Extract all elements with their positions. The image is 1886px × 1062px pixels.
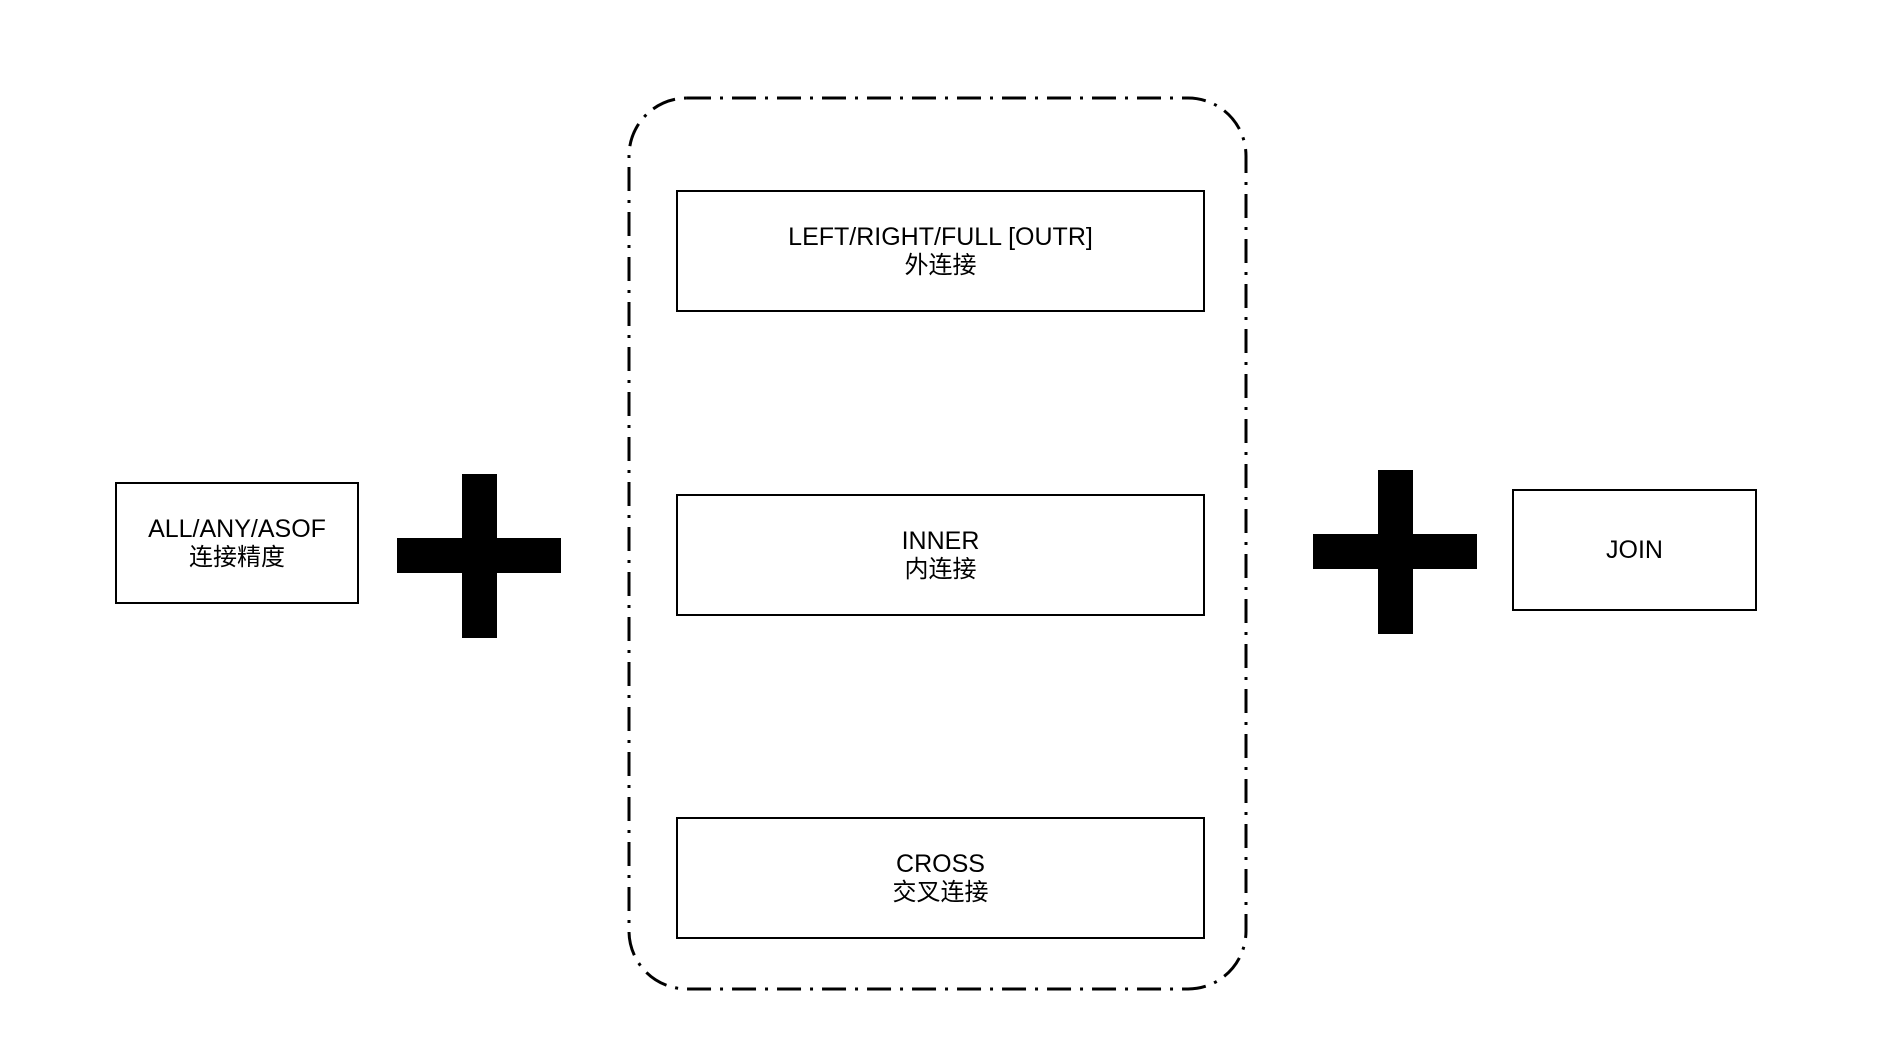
join-box: JOIN bbox=[1512, 489, 1757, 611]
inner-join-title: INNER bbox=[901, 527, 980, 555]
plus-icon bbox=[1313, 470, 1477, 634]
cross-join-box: CROSS 交叉连接 bbox=[676, 817, 1205, 939]
precision-box: ALL/ANY/ASOF 连接精度 bbox=[115, 482, 359, 604]
plus-icon bbox=[397, 474, 561, 638]
cross-join-title: CROSS bbox=[896, 850, 985, 878]
precision-box-subtitle: 连接精度 bbox=[189, 543, 285, 571]
outer-join-subtitle: 外连接 bbox=[904, 251, 977, 279]
cross-join-subtitle: 交叉连接 bbox=[892, 878, 989, 906]
outer-join-box: LEFT/RIGHT/FULL [OUTR] 外连接 bbox=[676, 190, 1205, 312]
outer-join-title: LEFT/RIGHT/FULL [OUTR] bbox=[788, 223, 1093, 251]
precision-box-title: ALL/ANY/ASOF bbox=[148, 515, 326, 543]
inner-join-subtitle: 内连接 bbox=[904, 555, 977, 583]
join-type-group-border bbox=[627, 96, 1248, 991]
inner-join-box: INNER 内连接 bbox=[676, 494, 1205, 616]
join-box-label: JOIN bbox=[1606, 536, 1663, 564]
